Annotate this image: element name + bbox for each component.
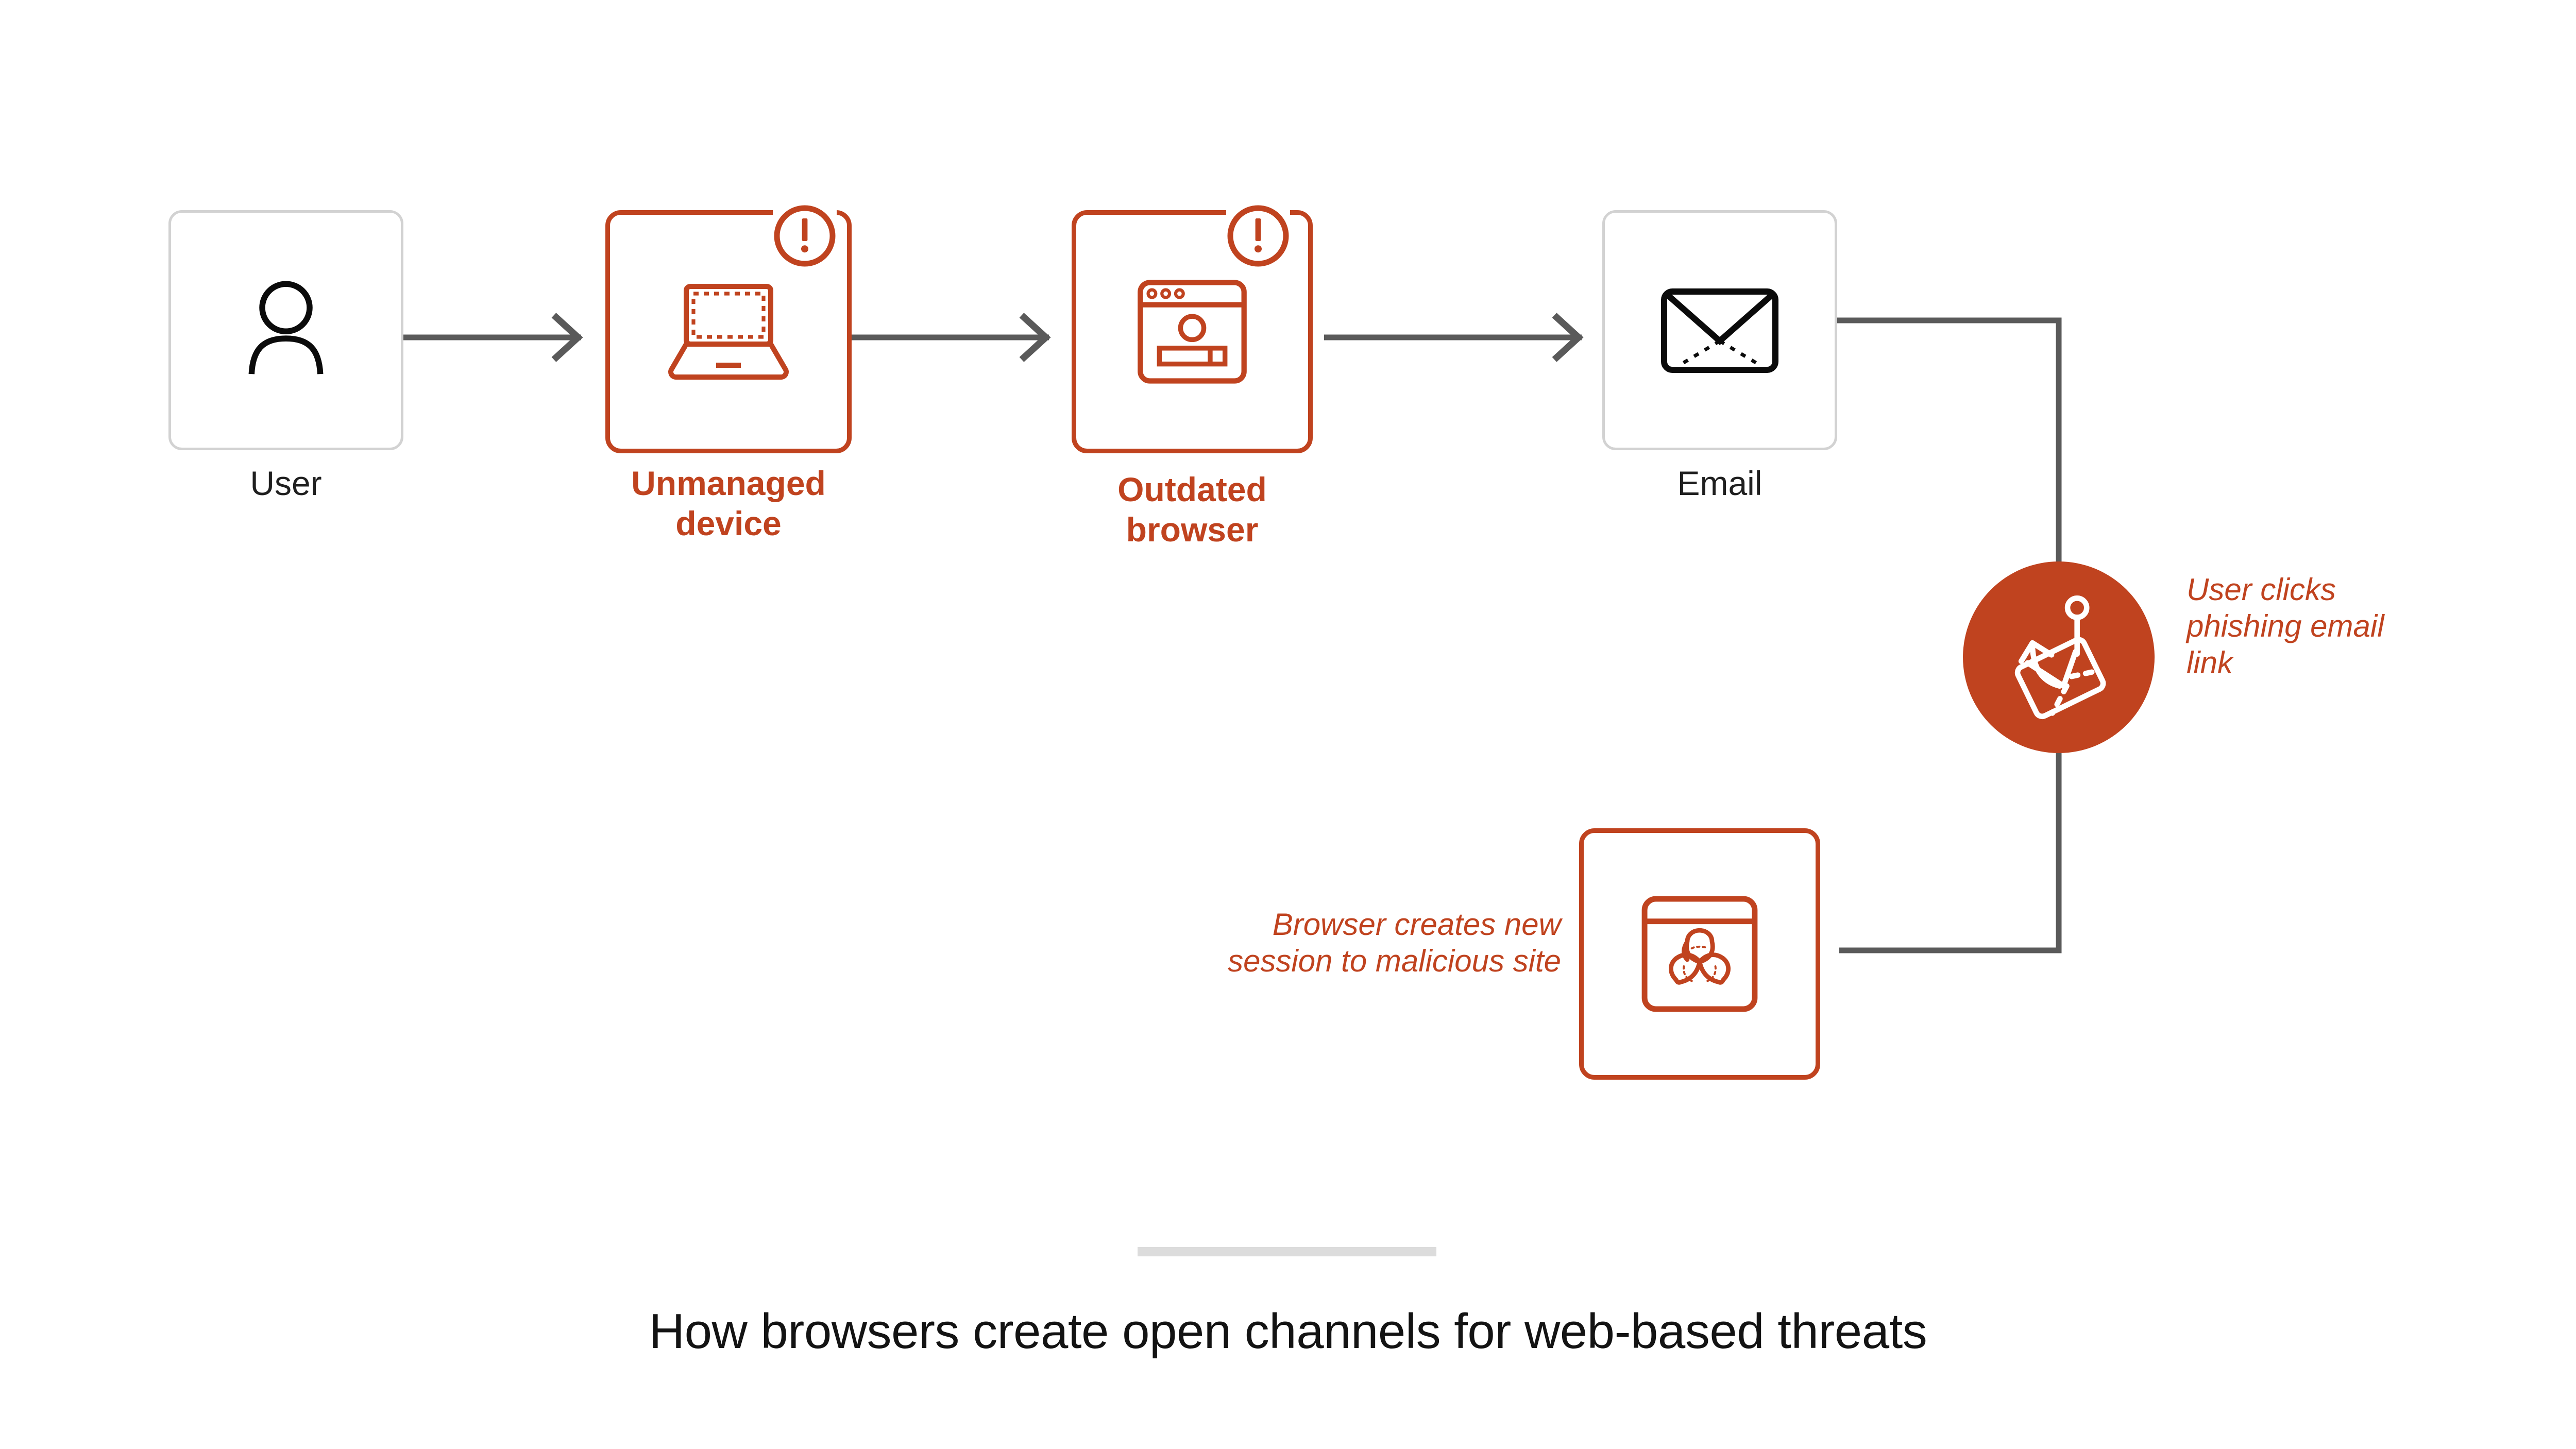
envelope-on-hook-icon xyxy=(2014,595,2106,720)
node-user-label: User xyxy=(250,464,322,502)
connector-phishing-to-malicious xyxy=(1839,742,2062,953)
annotation-phishing-click: User clicks phishing email link xyxy=(2187,572,2384,680)
biohazard-browser-icon xyxy=(1584,833,1816,1075)
connector-email-to-phishing xyxy=(1831,317,2062,587)
caption-divider xyxy=(1138,1247,1436,1256)
annotation-malicious-session: Browser creates new session to malicious… xyxy=(1228,907,1561,978)
warning-badge-browser xyxy=(1225,203,1291,269)
person-icon xyxy=(171,213,401,448)
connector-device-to-browser xyxy=(851,313,1051,362)
node-outdated-browser-label: Outdated browser xyxy=(1117,470,1267,549)
node-user[interactable] xyxy=(168,210,403,450)
node-unmanaged-device-label: Unmanaged device xyxy=(631,464,826,542)
laptop-icon xyxy=(610,215,847,449)
connector-browser-to-email xyxy=(1324,313,1584,362)
diagram-caption: How browsers create open channels for we… xyxy=(649,1304,1927,1359)
event-badge-phishing-click[interactable] xyxy=(1963,561,2155,753)
browser-window-icon xyxy=(1076,215,1308,449)
node-email-label: Email xyxy=(1677,464,1762,502)
node-email[interactable] xyxy=(1602,210,1837,450)
connector-user-to-device xyxy=(376,313,583,362)
node-malicious-site[interactable] xyxy=(1579,828,1820,1080)
warning-badge-device xyxy=(772,203,838,269)
envelope-icon xyxy=(1605,213,1835,448)
